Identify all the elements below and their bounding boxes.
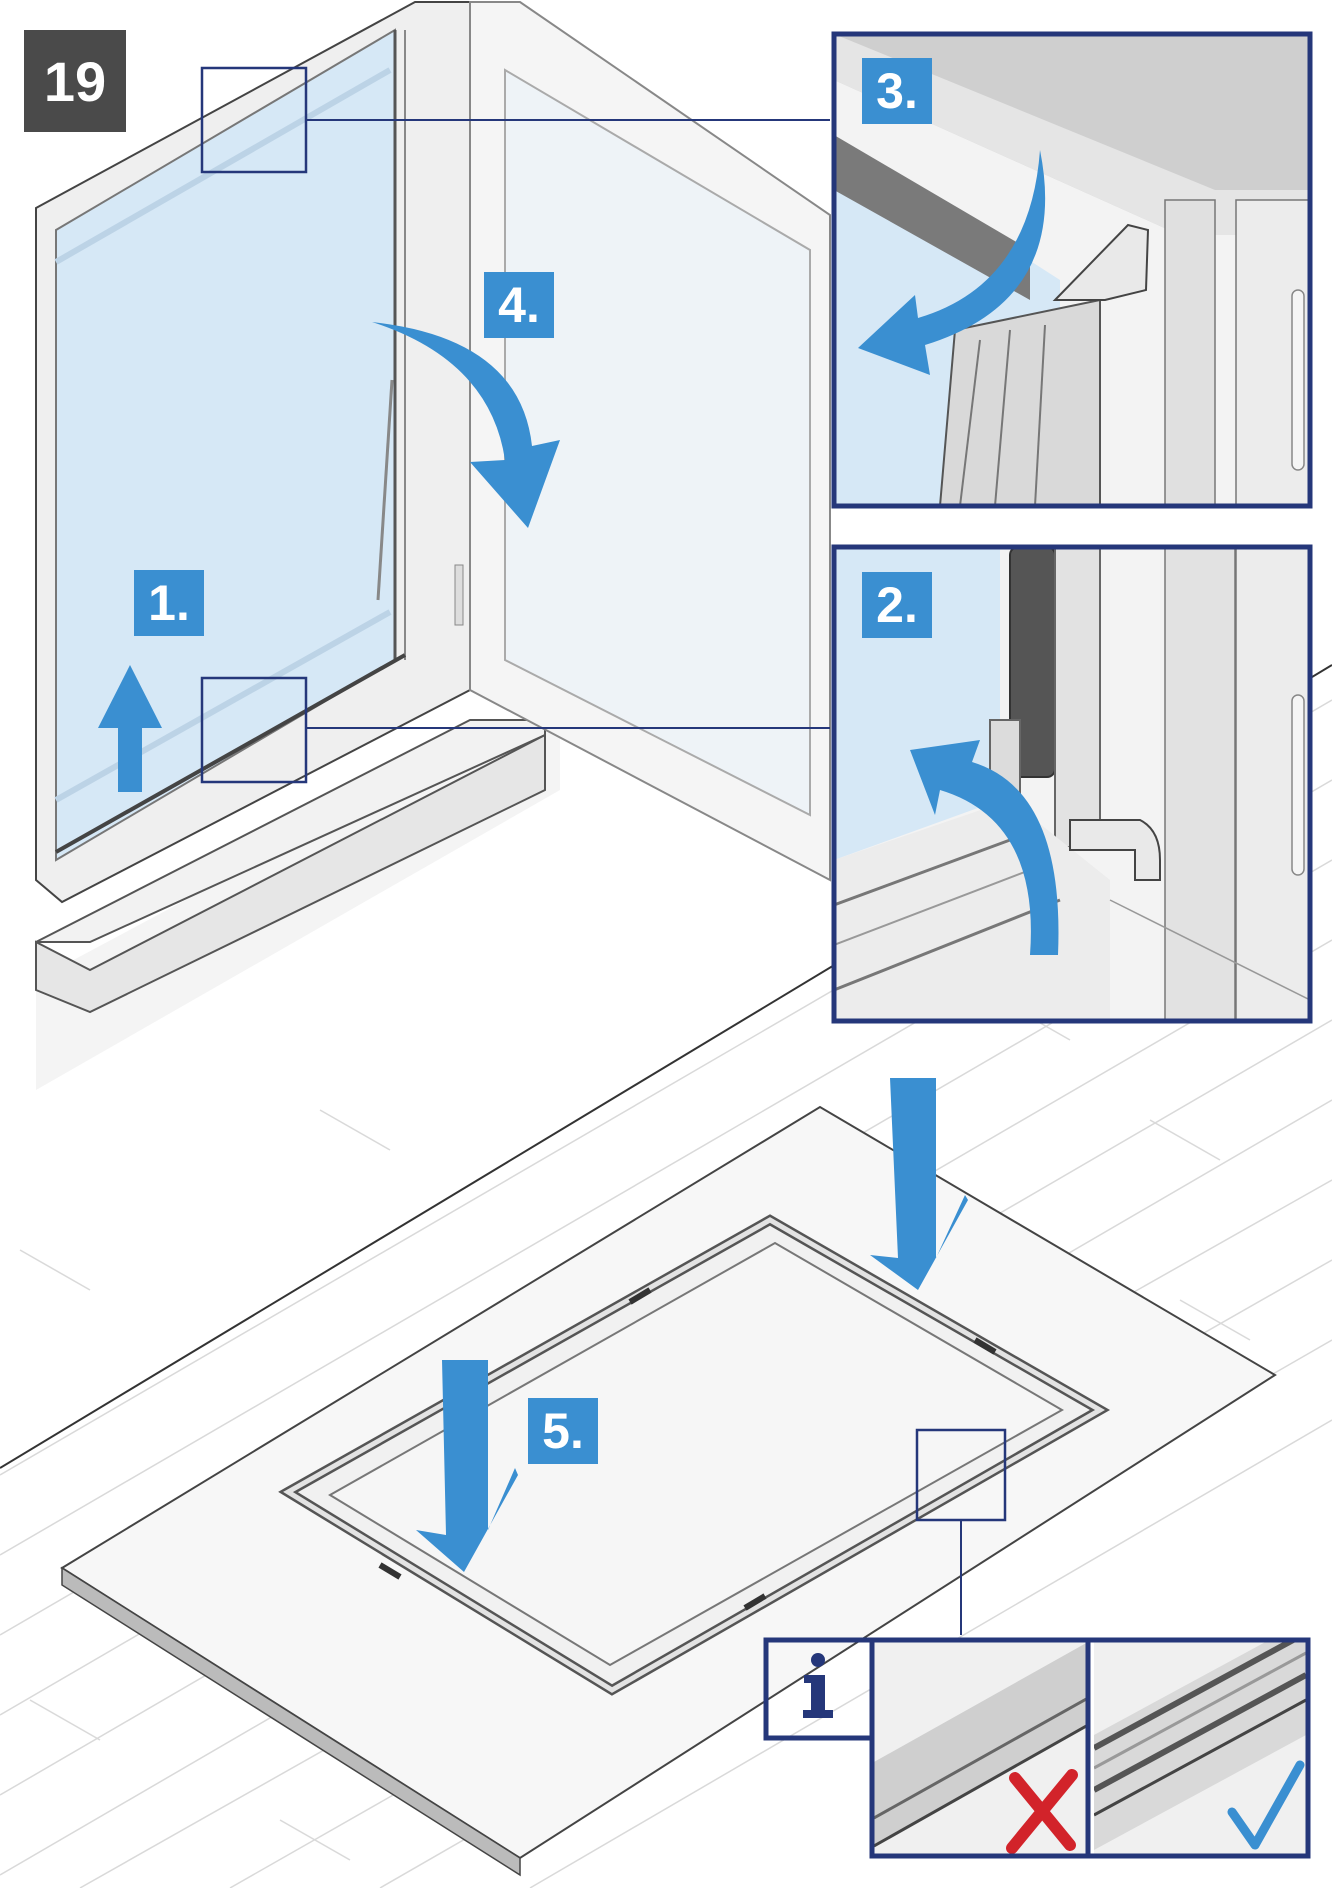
page-number-badge: 19 bbox=[24, 30, 126, 132]
detail-panel-2 bbox=[831, 544, 1313, 1024]
arrow-down-right-icon bbox=[870, 1078, 968, 1290]
step-4-badge: 4. bbox=[484, 272, 554, 338]
arrow-down-left-icon bbox=[416, 1360, 518, 1572]
curved-arrow-step4-icon bbox=[372, 322, 560, 528]
cross-icon bbox=[1006, 1769, 1078, 1854]
screen-frame bbox=[278, 1214, 1111, 1696]
info-icon bbox=[803, 1653, 833, 1718]
info-panel bbox=[763, 1637, 1311, 1859]
check-icon bbox=[1227, 1760, 1305, 1850]
step-5-badge: 5. bbox=[528, 1398, 598, 1464]
info-correct-image bbox=[1094, 1642, 1306, 1854]
open-sash bbox=[454, 1, 831, 882]
step-1-badge: 1. bbox=[134, 570, 204, 636]
step-2-badge: 2. bbox=[862, 572, 932, 638]
step-3-badge: 3. bbox=[862, 58, 932, 124]
zoom-box-bottom bbox=[200, 676, 308, 784]
arrow-up-icon bbox=[98, 665, 162, 792]
left-window bbox=[35, 1, 471, 904]
